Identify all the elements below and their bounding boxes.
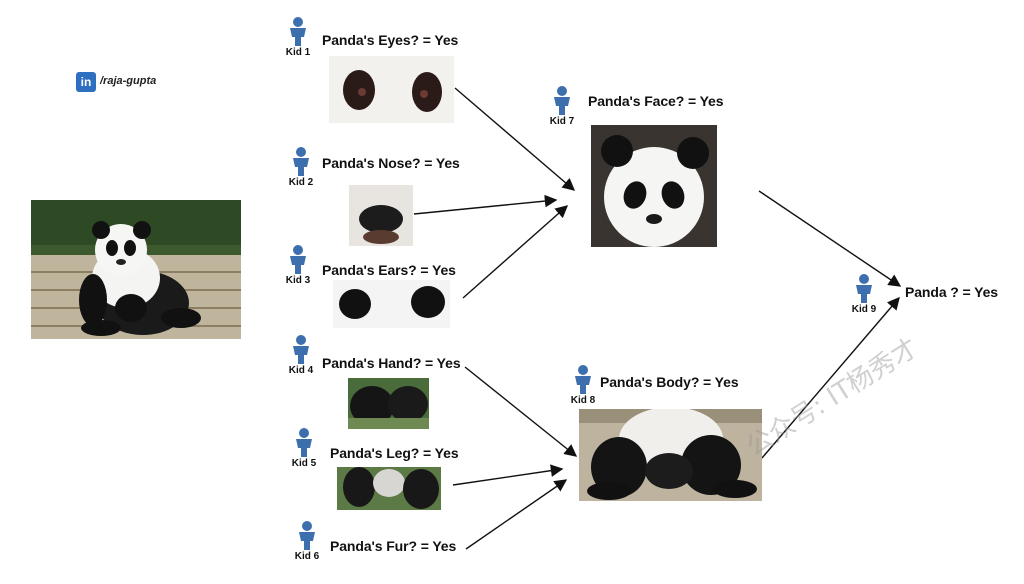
question-ears: Panda's Ears? = Yes [322,262,456,278]
question-leg: Panda's Leg? = Yes [330,445,459,461]
kid-9: Kid 9 [844,273,884,315]
linkedin-icon[interactable]: in [76,72,96,92]
panda-eyes-image [329,56,454,123]
arrow-body-to-panda [761,296,900,459]
arrow-fur-to-body [465,479,568,550]
arrow-nose-to-face [413,194,558,215]
person-icon [856,274,872,303]
person-icon [293,335,309,364]
kid-3: Kid 3 [278,244,318,286]
kid-6: Kid 6 [287,520,327,562]
question-fur: Panda's Fur? = Yes [330,538,457,554]
kid-label: Kid 1 [285,47,311,58]
panda-body-image [579,409,762,501]
panda-face-image [591,125,717,247]
panda-nose-image [349,185,413,246]
person-icon [296,428,312,457]
arrow-face-to-panda [758,190,902,287]
kid-4: Kid 4 [281,334,321,376]
question-face: Panda's Face? = Yes [588,93,724,109]
person-icon [575,365,591,394]
person-icon [293,147,309,176]
arrow-leg-to-body [452,464,564,486]
kid-2: Kid 2 [281,146,321,188]
linkedin-handle[interactable]: /raja-gupta [100,75,157,87]
question-body: Panda's Body? = Yes [600,374,739,390]
panda-hand-image [348,378,429,429]
kid-label: Kid 6 [294,551,320,562]
kid-label: Kid 3 [285,275,311,286]
panda-ears-image [333,280,450,328]
question-eyes: Panda's Eyes? = Yes [322,32,459,48]
kid-8: Kid 8 [563,364,603,406]
panda-full-image [31,200,241,339]
kid-label: Kid 5 [291,458,317,469]
kid-label: Kid 8 [570,395,596,406]
person-icon [290,17,306,46]
kid-label: Kid 4 [288,365,314,376]
question-nose: Panda's Nose? = Yes [322,155,460,171]
kid-label: Kid 7 [549,116,575,127]
kid-5: Kid 5 [284,427,324,469]
person-icon [299,521,315,550]
kid-1: Kid 1 [278,16,318,58]
question-hand: Panda's Hand? = Yes [322,355,461,371]
panda-leg-image [337,467,441,510]
arrow-eyes-to-face [454,87,576,191]
kid-label: Kid 2 [288,177,314,188]
kid-7: Kid 7 [542,85,582,127]
kid-label: Kid 9 [851,304,877,315]
arrow-hand-to-body [464,366,578,457]
person-icon [554,86,570,115]
arrow-ears-to-face [462,205,569,299]
question-panda: Panda ? = Yes [905,284,998,300]
person-icon [290,245,306,274]
